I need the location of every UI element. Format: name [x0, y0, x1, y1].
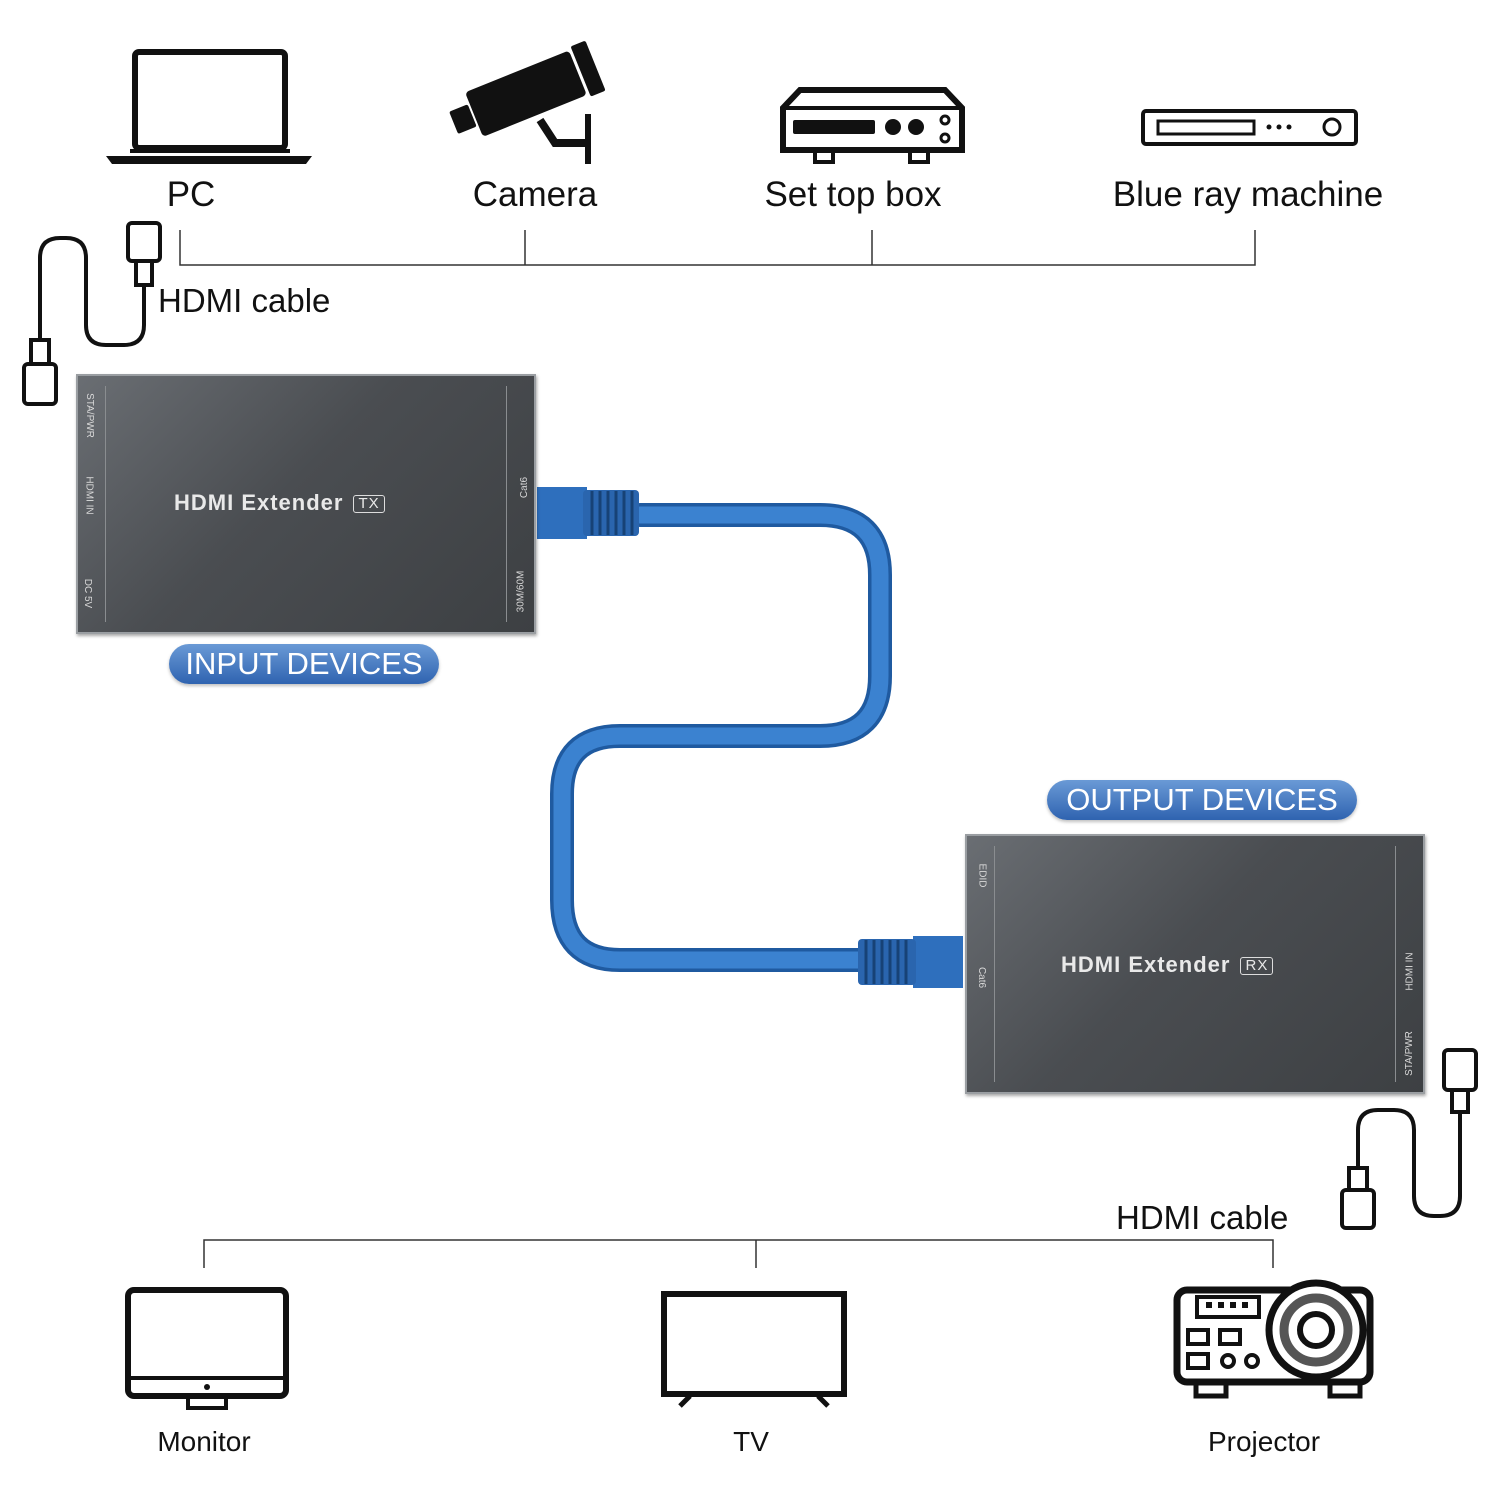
source-label-pc: PC: [166, 175, 216, 214]
source-bracket: [179, 230, 1256, 266]
input-devices-badge: INPUT DEVICES: [169, 644, 439, 684]
set-top-box-icon: [780, 87, 965, 164]
source-label-camera: Camera: [472, 175, 598, 214]
source-label-set-top-box: Set top box: [764, 175, 942, 214]
input-hdmi-cable-icon: [22, 221, 162, 406]
output-label-monitor: Monitor: [157, 1426, 251, 1457]
tx-port-dc-5v: DC 5V: [82, 578, 94, 609]
tx-title: HDMI Extender TX: [174, 490, 385, 516]
rx-port-edid: EDID: [976, 863, 988, 888]
laptop-icon: [106, 49, 312, 164]
input-cable-label: HDMI cable: [158, 282, 331, 319]
rx-tag: RX: [1240, 957, 1274, 976]
rx-left-divider: [994, 846, 995, 1082]
tx-right-divider: [506, 386, 507, 622]
tx-port-sta-pwr: STA/PWR: [83, 393, 95, 438]
security-camera-icon: [449, 41, 605, 164]
bluray-player-icon: [1141, 109, 1358, 146]
rx-port-hdmi-in: HDMI IN: [1404, 952, 1416, 991]
tx-rj45-connector-icon: [537, 487, 639, 539]
rx-port-cat6: Cat6: [976, 966, 988, 989]
output-bracket: [203, 1239, 1274, 1268]
tx-port-cat6: Cat6: [519, 476, 531, 499]
tx-left-divider: [105, 386, 106, 622]
output-devices-badge: OUTPUT DEVICES: [1047, 780, 1357, 820]
output-label-tv: TV: [733, 1426, 769, 1457]
monitor-icon: [125, 1287, 289, 1410]
rx-rj45-connector-icon: [858, 936, 963, 988]
tx-port-hdmi-in: HDMI IN: [83, 476, 95, 515]
tx-tag: TX: [353, 495, 385, 514]
rx-title-text: HDMI Extender: [1061, 952, 1231, 977]
source-label-blu-ray: Blue ray machine: [1112, 175, 1384, 214]
rx-right-divider: [1395, 846, 1396, 1082]
rx-extender-box: EDID Cat6 HDMI IN STA/PWR HDMI Extender R…: [965, 834, 1425, 1094]
rx-port-sta-pwr: STA/PWR: [1403, 1031, 1415, 1076]
output-hdmi-cable-icon: [1340, 1048, 1478, 1230]
rx-title: HDMI Extender RX: [1061, 952, 1274, 978]
projector-icon: [1173, 1279, 1374, 1399]
output-cable-label: HDMI cable: [1116, 1199, 1289, 1236]
tx-title-text: HDMI Extender: [174, 490, 344, 515]
tv-icon: [661, 1291, 847, 1408]
output-label-projector: Projector: [1207, 1426, 1321, 1457]
tx-port-distance: 30M/60M: [515, 570, 527, 613]
tx-extender-box: STA/PWR HDMI IN DC 5V Cat6 30M/60M HDMI …: [76, 374, 536, 634]
cat6-cable: [550, 503, 892, 972]
